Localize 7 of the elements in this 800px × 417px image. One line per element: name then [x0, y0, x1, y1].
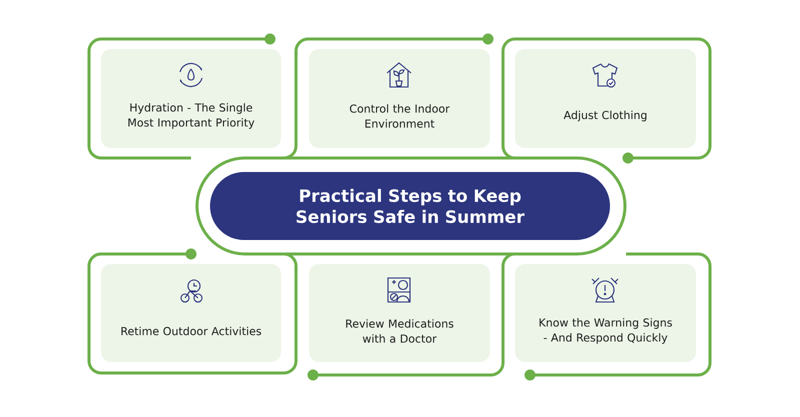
step-box: Adjust Clothing — [515, 49, 696, 148]
step-box: Review Medications with a Doctor — [309, 264, 490, 362]
step-box: Control the Indoor Environment — [309, 49, 490, 148]
title-pill: Practical Steps to Keep Seniors Safe in Summer — [210, 172, 610, 240]
step-box: Know the Warning Signs - And Respond Quickly — [515, 264, 696, 362]
step-box: Hydration - The Single Most Important Priority — [101, 49, 281, 148]
step-box: Retime Outdoor Activities — [101, 264, 281, 362]
